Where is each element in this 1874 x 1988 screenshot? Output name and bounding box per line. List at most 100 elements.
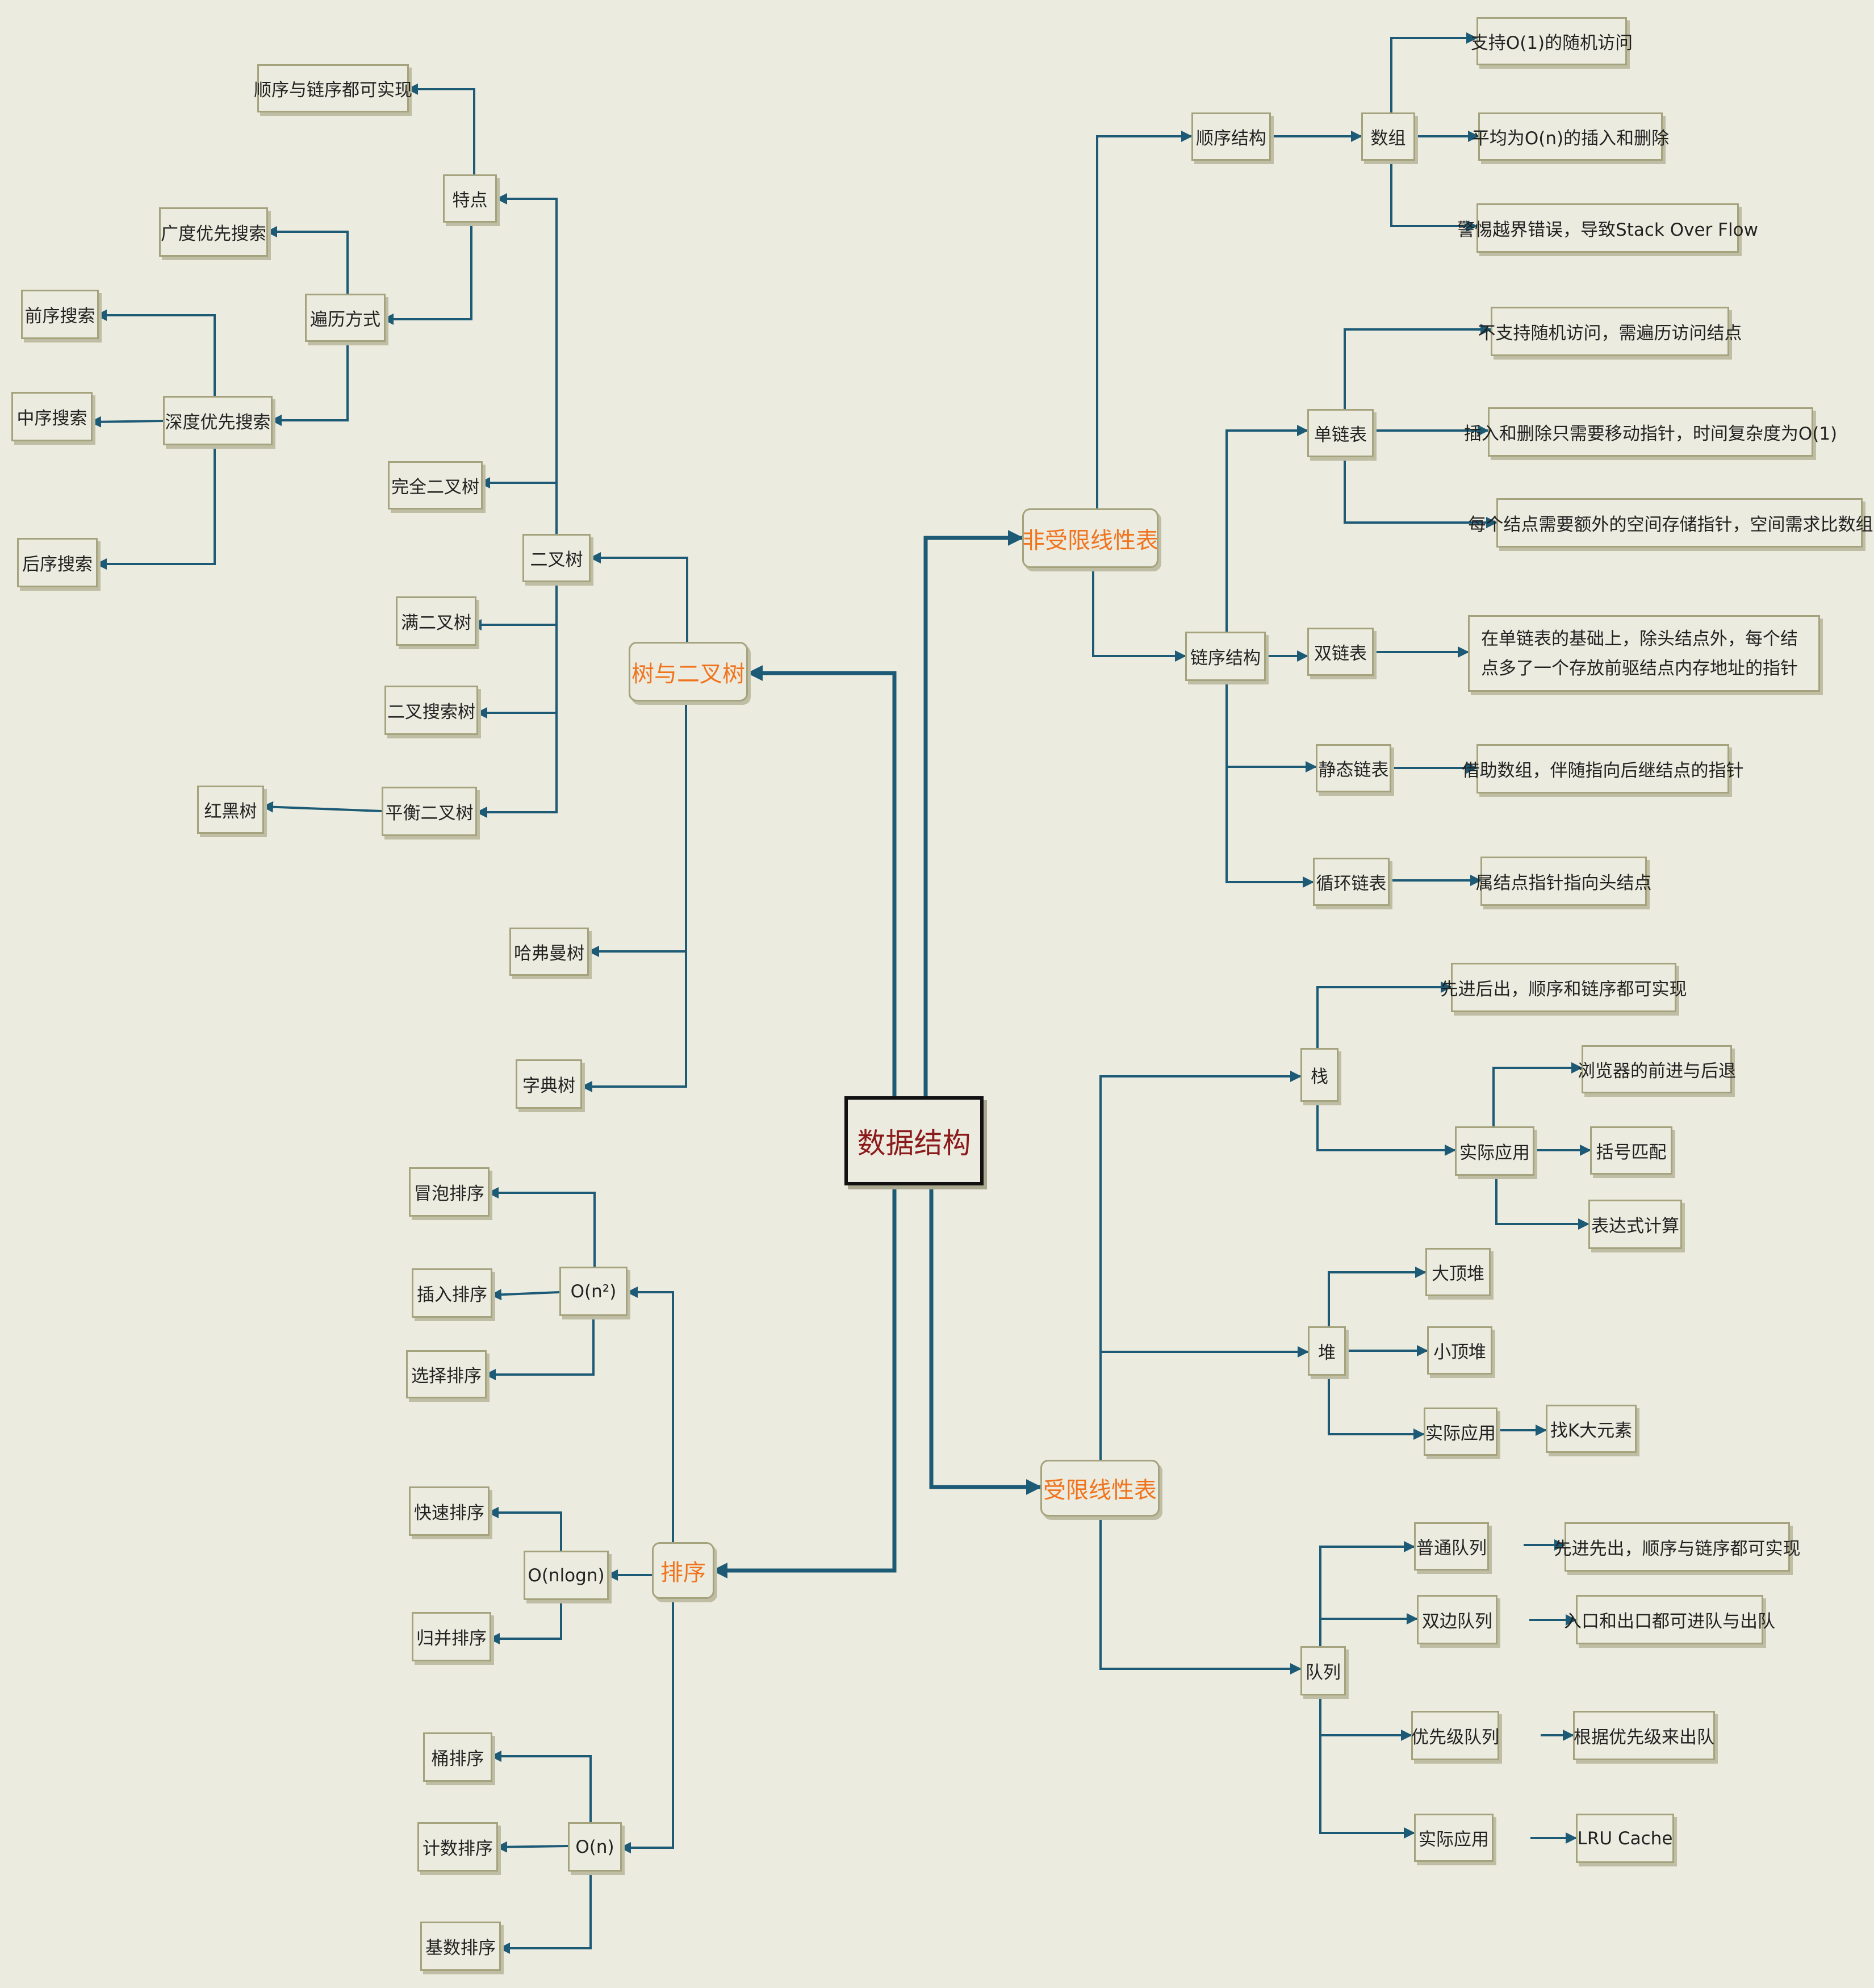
node-queue[interactable]: 队列: [1300, 1646, 1346, 1695]
edge-tree-huffman: [588, 701, 687, 957]
dfs-pre[interactable]: 前序搜索: [21, 290, 99, 339]
branch-tree[interactable]: 树与二叉树: [629, 642, 748, 701]
edge-nonrestricted-linked: [1092, 565, 1186, 662]
node-stack[interactable]: 栈: [1300, 1048, 1338, 1102]
queue-note-4[interactable]: LRU Cache: [1576, 1814, 1674, 1863]
node-stack-app[interactable]: 实际应用: [1455, 1126, 1534, 1176]
edge-stackapp-1: [1492, 1062, 1583, 1126]
node-trie[interactable]: 字典树: [516, 1059, 582, 1109]
sort-radix[interactable]: 基数排序: [420, 1922, 501, 1971]
sort-counting[interactable]: 计数排序: [417, 1822, 498, 1872]
queue-item-3[interactable]: 优先级队列: [1411, 1711, 1499, 1760]
edge-dfs-post: [95, 444, 216, 570]
edge-restricted-queue: [1099, 1511, 1302, 1674]
array-note-3[interactable]: 警惕越界错误，导致Stack Over Flow: [1457, 203, 1758, 253]
node-circular[interactable]: 循环链表: [1313, 858, 1390, 906]
singly-note-1[interactable]: 不支持随机访问，需遍历访问结点: [1478, 307, 1742, 356]
edge-queue-4: [1319, 1695, 1415, 1839]
node-heap[interactable]: 堆: [1308, 1326, 1346, 1376]
edge-traversal-dfs: [270, 339, 349, 426]
sort-quick[interactable]: 快速排序: [409, 1486, 490, 1536]
stack-app-2[interactable]: 括号匹配: [1590, 1126, 1672, 1175]
edge-root-tree: [747, 665, 897, 1096]
edge-linked-circular: [1225, 680, 1314, 888]
sort-bubble[interactable]: 冒泡排序: [409, 1167, 490, 1217]
edge-n2-1: [487, 1187, 596, 1268]
singly-note-3[interactable]: 每个结点需要额外的空间存储指针，空间需求比数组大: [1469, 498, 1874, 548]
queue-item-1[interactable]: 普通队列: [1414, 1522, 1489, 1571]
edge-stack-app: [1316, 1099, 1456, 1156]
node-on[interactable]: O(n): [568, 1822, 622, 1872]
node-heap-app[interactable]: 实际应用: [1424, 1408, 1497, 1456]
sort-insertion[interactable]: 插入排序: [412, 1268, 492, 1318]
edge-feature-note: [407, 83, 475, 177]
node-binary-tree[interactable]: 二叉树: [522, 534, 591, 582]
stack-note[interactable]: 先进后出，顺序和链序都可实现: [1441, 963, 1687, 1012]
stack-app-1[interactable]: 浏览器的前进与后退: [1578, 1045, 1736, 1093]
queue-note-1[interactable]: 先进先出，顺序与链序都可实现: [1554, 1522, 1801, 1572]
node-complete-bt[interactable]: 完全二叉树: [388, 461, 483, 509]
branch-restricted[interactable]: 受限线性表: [1040, 1460, 1160, 1517]
dfs-mid[interactable]: 中序搜索: [11, 392, 93, 441]
circular-note[interactable]: 属结点指针指向头结点: [1476, 857, 1652, 906]
queue-item-2[interactable]: 双边队列: [1417, 1595, 1497, 1644]
edge-linked-static: [1225, 680, 1317, 772]
array-note-1[interactable]: 支持O(1)的随机访问: [1471, 17, 1633, 65]
array-note-2[interactable]: 平均为O(n)的插入和删除: [1472, 112, 1669, 161]
edge-tree-trie: [581, 701, 687, 1092]
node-traversal[interactable]: 遍历方式: [305, 294, 386, 342]
edge-heap-big: [1328, 1267, 1427, 1332]
edge-root-restricted: [929, 1186, 1042, 1495]
queue-note-2[interactable]: 入口和出口都可进队与出队: [1564, 1595, 1775, 1644]
sort-merge[interactable]: 归并排序: [412, 1612, 491, 1661]
edge-binary-feature: [496, 193, 558, 537]
node-on2[interactable]: O(n²): [559, 1267, 628, 1316]
edge-traversal-bfs: [266, 226, 349, 294]
node-balanced-bt[interactable]: 平衡二叉树: [382, 787, 477, 836]
edge-heap-app: [1328, 1370, 1425, 1440]
edge-stack-note: [1316, 982, 1452, 1056]
node-onlogn[interactable]: O(nlogn): [524, 1551, 609, 1600]
edge-root-sort: [712, 1186, 897, 1578]
static-note[interactable]: 借助数组，伴随指向后继结点的指针: [1462, 744, 1744, 793]
edge-nonrestricted-sequential: [1096, 131, 1193, 514]
branch-sort[interactable]: 排序: [652, 1542, 714, 1599]
node-sequential[interactable]: 顺序结构: [1191, 112, 1271, 161]
edge-dfs-pre: [95, 310, 216, 403]
root-node[interactable]: 数据结构: [844, 1096, 984, 1185]
singly-note-2[interactable]: 插入和删除只需要移动指针，时间复杂度为O(1): [1464, 407, 1837, 457]
edge-tree-binary: [589, 552, 688, 642]
stack-app-3[interactable]: 表达式计算: [1588, 1200, 1682, 1249]
node-dfs[interactable]: 深度优先搜索: [163, 396, 273, 445]
node-array[interactable]: 数组: [1361, 112, 1415, 161]
doubly-note[interactable]: 在单链表的基础上，除头结点外，每个结点多了一个存放前驱结点内存地址的指针: [1468, 615, 1820, 692]
edge-queue-1: [1319, 1541, 1415, 1646]
node-bfs[interactable]: 广度优先搜索: [159, 207, 268, 257]
sort-bucket[interactable]: 桶排序: [423, 1732, 492, 1782]
node-feature[interactable]: 特点: [443, 174, 497, 223]
node-linked[interactable]: 链序结构: [1185, 632, 1266, 681]
branch-non-restricted[interactable]: 非受限线性表: [1022, 508, 1158, 568]
heap-small[interactable]: 小顶堆: [1427, 1326, 1492, 1375]
node-doubly[interactable]: 双链表: [1307, 628, 1374, 676]
heap-big[interactable]: 大顶堆: [1425, 1248, 1491, 1296]
edge-feature-traversal: [382, 223, 472, 325]
node-bst[interactable]: 二叉搜索树: [384, 686, 478, 735]
node-rb-tree[interactable]: 红黑树: [197, 786, 264, 834]
edge-n-2: [496, 1841, 568, 1853]
queue-item-4[interactable]: 实际应用: [1414, 1814, 1494, 1862]
dfs-post[interactable]: 后序搜索: [17, 538, 98, 587]
edge-binary-balanced: [476, 579, 558, 818]
edge-queue-3: [1319, 1695, 1412, 1741]
edge-singly-note3: [1344, 457, 1497, 528]
queue-note-3[interactable]: 根据优先级来出队: [1573, 1711, 1715, 1760]
node-huffman[interactable]: 哈弗曼树: [509, 928, 589, 976]
feature-note[interactable]: 顺序与链序都可实现: [254, 64, 412, 112]
node-static[interactable]: 静态链表: [1316, 744, 1391, 792]
heap-app-note[interactable]: 找K大元素: [1546, 1405, 1637, 1453]
sort-selection[interactable]: 选择排序: [406, 1350, 487, 1398]
node-full-bt[interactable]: 满二叉树: [396, 596, 476, 646]
node-singly[interactable]: 单链表: [1307, 409, 1374, 457]
edge-sort-n2: [626, 1287, 674, 1542]
